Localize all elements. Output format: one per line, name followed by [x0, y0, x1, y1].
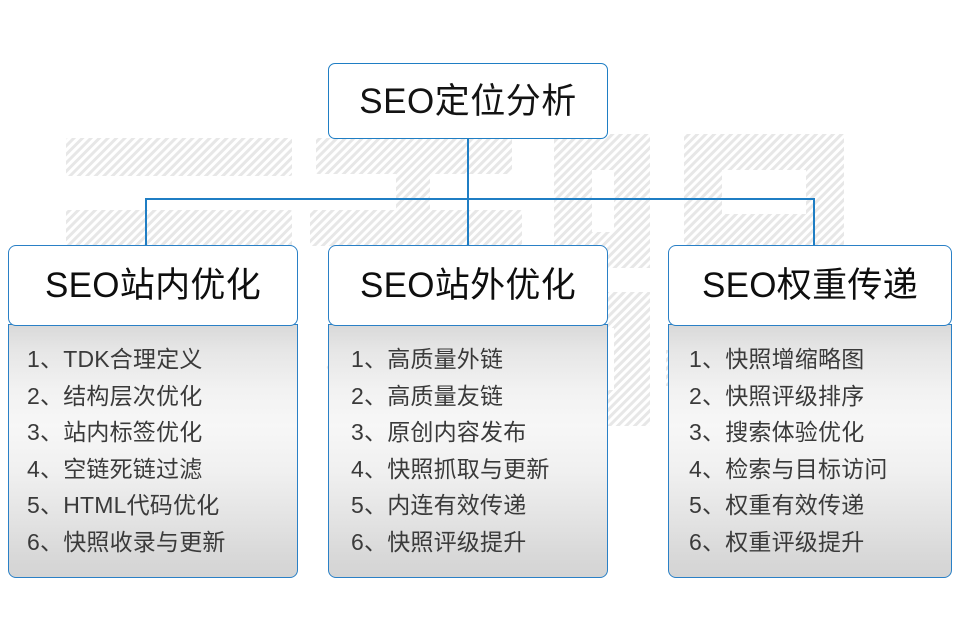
list-item: 5、HTML代码优化	[27, 492, 220, 519]
list-item: 3、原创内容发布	[351, 419, 527, 446]
connector-root-vertical	[467, 139, 469, 199]
list-item: 2、结构层次优化	[27, 382, 203, 409]
root-node[interactable]: SEO定位分析	[328, 63, 608, 139]
root-node-label: SEO定位分析	[359, 81, 577, 121]
list-item: 3、搜索体验优化	[689, 419, 865, 446]
list-item: 6、快照评级提升	[351, 528, 527, 555]
list-item: 3、站内标签优化	[27, 419, 203, 446]
column-list-seo-onsite: 1、TDK合理定义 2、结构层次优化 3、站内标签优化 4、空链死链过滤 5、H…	[9, 341, 297, 560]
column-header-seo-weight-transfer[interactable]: SEO权重传递	[668, 245, 952, 326]
column-list-seo-weight-transfer: 1、快照增缩略图 2、快照评级排序 3、搜索体验优化 4、检索与目标访问 5、权…	[669, 341, 951, 560]
list-item: 4、快照抓取与更新	[351, 455, 550, 482]
list-item: 4、空链死链过滤	[27, 455, 203, 482]
list-item: 5、内连有效传递	[351, 492, 527, 519]
list-item: 4、检索与目标访问	[689, 455, 888, 482]
column-header-label: SEO权重传递	[701, 266, 918, 305]
list-item: 6、权重评级提升	[689, 528, 865, 555]
column-body-seo-offsite: 1、高质量外链 2、高质量友链 3、原创内容发布 4、快照抓取与更新 5、内连有…	[328, 324, 608, 579]
connector-horizontal-bus	[145, 198, 814, 200]
column-body-seo-weight-transfer: 1、快照增缩略图 2、快照评级排序 3、搜索体验优化 4、检索与目标访问 5、权…	[668, 324, 952, 579]
list-item: 1、TDK合理定义	[27, 346, 203, 373]
column-header-seo-onsite[interactable]: SEO站内优化	[8, 245, 298, 326]
column-header-label: SEO站外优化	[359, 266, 576, 305]
list-item: 2、高质量友链	[351, 382, 504, 409]
column-seo-onsite: SEO站内优化 1、TDK合理定义 2、结构层次优化 3、站内标签优化 4、空链…	[8, 245, 298, 579]
column-seo-weight-transfer: SEO权重传递 1、快照增缩略图 2、快照评级排序 3、搜索体验优化 4、检索与…	[668, 245, 952, 579]
connector-drop-col-2	[467, 198, 469, 246]
column-header-label: SEO站内优化	[44, 266, 261, 305]
list-item: 6、快照收录与更新	[27, 528, 226, 555]
list-item: 2、快照评级排序	[689, 382, 865, 409]
list-item: 5、权重有效传递	[689, 492, 865, 519]
column-body-seo-onsite: 1、TDK合理定义 2、结构层次优化 3、站内标签优化 4、空链死链过滤 5、H…	[8, 324, 298, 579]
list-item: 1、快照增缩略图	[689, 346, 865, 373]
connector-drop-col-1	[145, 198, 147, 246]
connector-drop-col-3	[813, 198, 815, 246]
column-list-seo-offsite: 1、高质量外链 2、高质量友链 3、原创内容发布 4、快照抓取与更新 5、内连有…	[329, 341, 607, 560]
column-header-seo-offsite[interactable]: SEO站外优化	[328, 245, 608, 326]
column-seo-offsite: SEO站外优化 1、高质量外链 2、高质量友链 3、原创内容发布 4、快照抓取与…	[328, 245, 608, 579]
list-item: 1、高质量外链	[351, 346, 504, 373]
